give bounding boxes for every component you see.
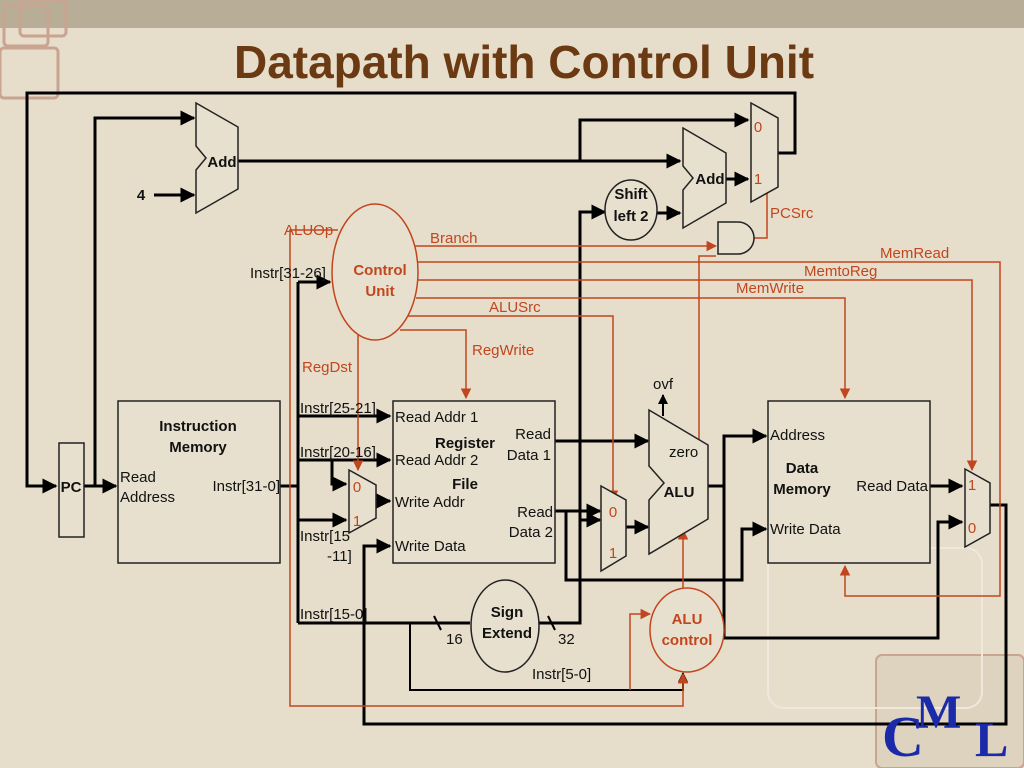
svg-text:ALU: ALU [664,484,695,501]
svg-text:Memory: Memory [169,439,227,456]
svg-text:zero: zero [669,444,698,461]
register-file: Read Addr 1 Read Addr 2 Write Addr Write… [392,400,556,564]
svg-text:1: 1 [968,477,976,494]
constant-four: 4 [137,187,146,204]
data-wires [25,91,1008,726]
svg-text:0: 0 [353,479,361,496]
svg-text:Data 2: Data 2 [509,524,553,541]
svg-text:ALU: ALU [672,611,703,628]
label-instr-rd-2: -11] [327,548,352,565]
label-width-16: 16 [446,631,463,648]
svg-text:Control: Control [353,262,406,279]
svg-text:File: File [452,476,478,493]
label-regdst: RegDst [302,359,353,376]
svg-text:Write Addr: Write Addr [395,494,465,511]
svg-text:Address: Address [120,489,175,506]
label-aluop: ALUOp [284,222,333,239]
pc-adder: Add [195,101,239,215]
svg-text:Read Addr 1: Read Addr 1 [395,409,478,426]
sign-extend: Sign Extend [470,579,540,673]
regdst-mux: 0 1 [348,468,377,535]
svg-text:C: C [882,704,924,768]
svg-text:Register: Register [435,435,495,452]
label-alusrc: ALUSrc [489,299,541,316]
svg-text:1: 1 [609,545,617,562]
label-instr-rt: Instr[20-16] [300,444,376,461]
svg-text:Memory: Memory [773,481,831,498]
svg-text:left 2: left 2 [613,208,648,225]
svg-text:Read: Read [515,426,551,443]
label-instr-rs: Instr[25-21] [300,400,376,417]
svg-text:Add: Add [695,171,724,188]
instruction-field-labels: Instr[31-26] Instr[25-21] Instr[20-16] I… [250,265,591,683]
svg-text:Read: Read [517,504,553,521]
alusrc-mux: 0 1 [600,484,627,573]
svg-text:1: 1 [353,513,361,530]
label-branch: Branch [430,230,478,247]
svg-text:Data: Data [786,460,819,477]
svg-text:PC: PC [61,479,82,496]
branch-and-gate [717,221,755,255]
label-regwrite: RegWrite [472,342,534,359]
svg-text:0: 0 [968,520,976,537]
instruction-memory: Instruction Memory Read Address Instr[31… [117,400,281,564]
svg-text:0: 0 [754,119,762,136]
svg-text:0: 0 [609,504,617,521]
pc-source-mux: 0 1 [750,101,779,204]
svg-text:Unit: Unit [365,283,394,300]
label-width-32: 32 [558,631,575,648]
svg-text:Read Addr 2: Read Addr 2 [395,452,478,469]
label-instr-op: Instr[31-26] [250,265,326,282]
svg-text:ovf: ovf [653,376,674,393]
svg-text:Write Data: Write Data [770,521,841,538]
svg-text:Extend: Extend [482,625,532,642]
label-instr-imm: Instr[15-0] [300,606,368,623]
memtoreg-mux: 1 0 [964,467,991,549]
shift-left-2: Shift left 2 [604,179,658,241]
alu-control: ALU control [649,587,725,673]
svg-text:M: M [916,686,961,739]
data-memory: Address Data Memory Write Data Read Data [767,400,931,564]
svg-text:Add: Add [207,154,236,171]
page-title: Datapath with Control Unit [234,36,814,88]
svg-text:Read: Read [120,469,156,486]
control-wires [289,190,1001,707]
label-memread: MemRead [880,245,949,262]
label-instr-rd-1: Instr[15 [300,528,350,545]
control-unit: Control Unit [331,203,419,341]
svg-text:Data 1: Data 1 [507,447,551,464]
svg-text:Write Data: Write Data [395,538,466,555]
branch-adder: Add [682,126,727,230]
svg-text:1: 1 [754,171,762,188]
svg-text:L: L [975,711,1008,767]
control-signal-labels: ALUOp Branch MemRead MemtoReg MemWrite A… [284,205,949,376]
label-pcsrc: PCSrc [770,205,814,222]
svg-text:control: control [662,632,713,649]
svg-text:Shift: Shift [614,186,647,203]
label-memwrite: MemWrite [736,280,804,297]
svg-text:Address: Address [770,427,825,444]
svg-text:Instr[31-0]: Instr[31-0] [212,478,280,495]
svg-text:Sign: Sign [491,604,524,621]
cml-logo: C M L [882,686,1008,768]
label-instr-funct: Instr[5-0] [532,666,591,683]
svg-text:Read Data: Read Data [856,478,928,495]
alu: zero ALU ovf [648,376,709,556]
pc-register: PC [58,442,85,538]
label-memtoreg: MemtoReg [804,263,877,280]
svg-text:Instruction: Instruction [159,418,237,435]
